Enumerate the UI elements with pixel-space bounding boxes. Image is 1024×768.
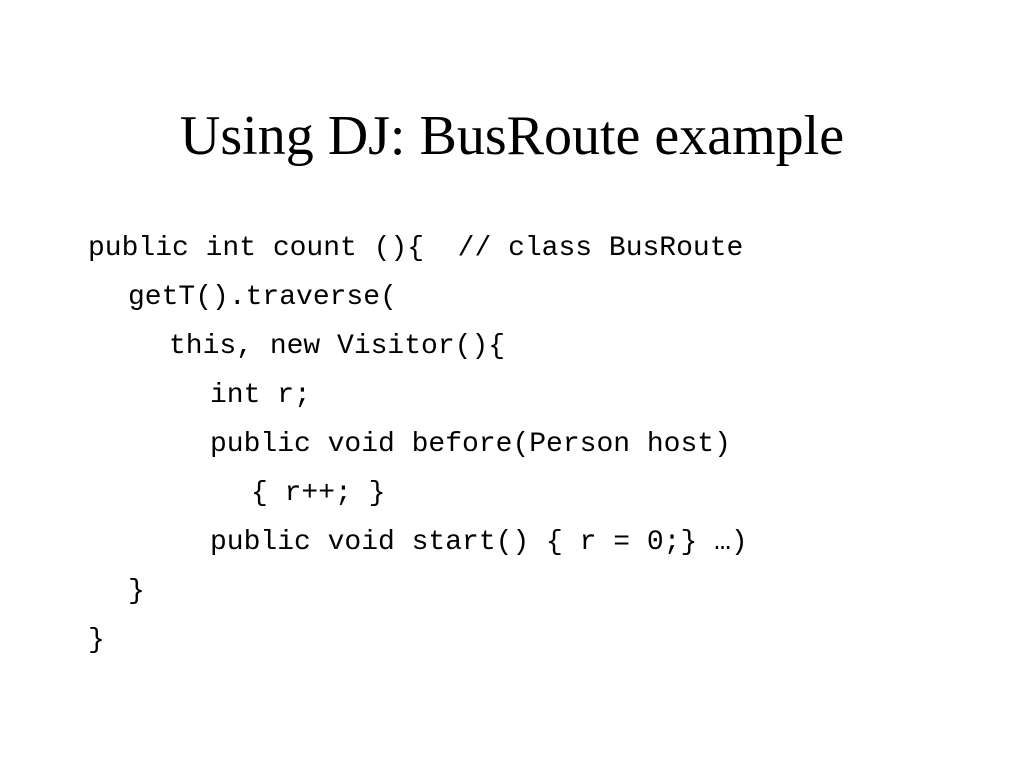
code-line: getT().traverse( <box>128 282 397 313</box>
code-line: } <box>128 576 145 607</box>
code-line: public int count (){ // class BusRoute <box>88 233 744 264</box>
code-line: public void before(Person host) <box>210 429 731 460</box>
code-line: } <box>88 625 105 656</box>
code-line: public void start() { r = 0;} …) <box>210 527 748 558</box>
code-line: int r; <box>210 380 311 411</box>
code-line: this, new Visitor(){ <box>169 331 506 362</box>
code-block: public int count (){ // class BusRoute g… <box>88 224 988 665</box>
code-line: { r++; } <box>251 478 386 509</box>
slide-title: Using DJ: BusRoute example <box>179 105 845 167</box>
